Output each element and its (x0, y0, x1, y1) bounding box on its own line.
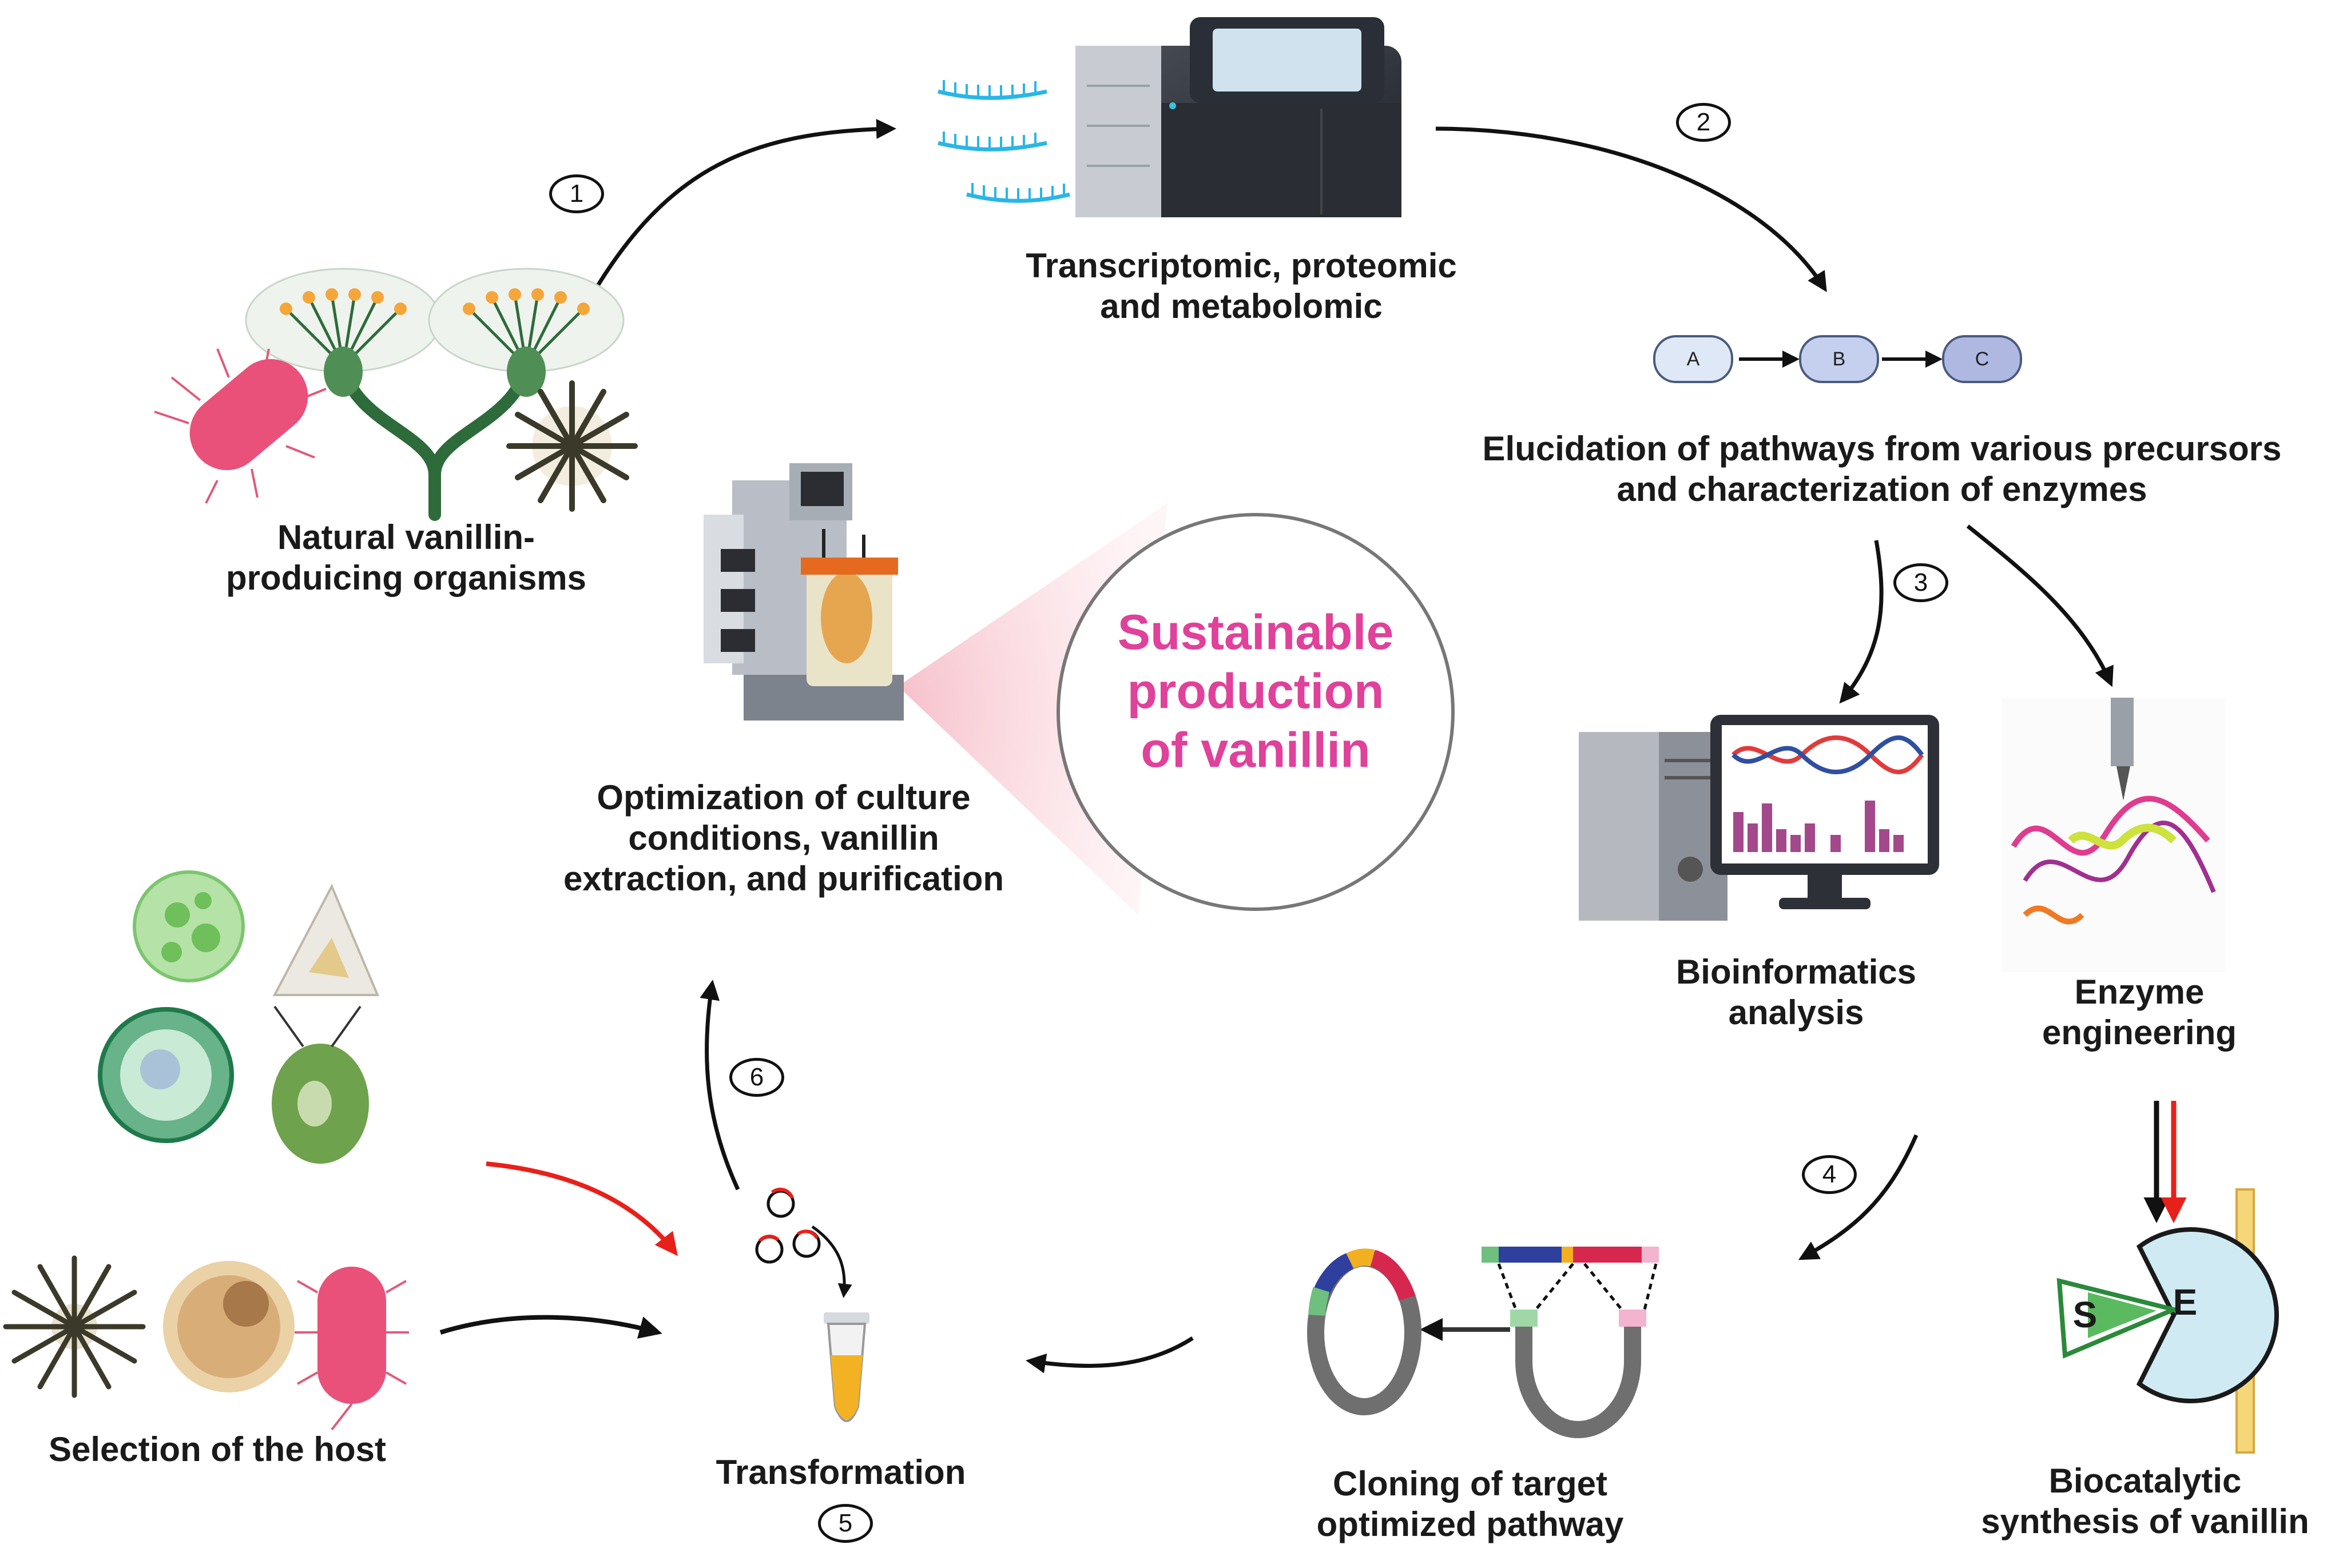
label-biocatalytic-line2: synthesis of vanillin (1981, 1502, 2309, 1541)
label-culture-line3: extraction, and purification (563, 859, 1004, 898)
arrow-microalgae-to-transformation (486, 1161, 678, 1256)
label-pathways-line2: and characterization of enzymes (1617, 469, 2147, 508)
arrow-step3-left (1839, 540, 1884, 704)
label-enzyme-engineering-line2: engineering (2042, 1013, 2237, 1052)
rna-strands-illustration (938, 80, 1070, 203)
arrow-cloning-to-transformation (1026, 1336, 1194, 1374)
label-natural-organisms-line2: produicing organisms (225, 558, 587, 597)
flow-arrows (439, 119, 2187, 1374)
spiky-cell-illustration (506, 380, 638, 512)
pathway-node-b: B (1799, 335, 1879, 383)
label-cloning: Cloning of target optimized pathway (1281, 1464, 1659, 1545)
enzyme-letter: E (2173, 1282, 2198, 1323)
label-culture: Optimization of culture conditions, vani… (532, 778, 1035, 899)
label-cloning-line2: optimized pathway (1316, 1505, 1624, 1543)
protein-structure-illustration (2002, 698, 2225, 972)
arrow-plasmids-to-tube (811, 1225, 852, 1298)
center-title-line2: production (1127, 664, 1384, 719)
arrow-step4 (1798, 1134, 1919, 1260)
label-host: Selection of the host (48, 1430, 387, 1468)
step-5-badge: 5 (818, 1504, 873, 1543)
enzyme-substrate-illustration (2056, 1188, 2279, 1454)
center-title: Sustainable production of vanillin (1061, 603, 1450, 781)
bioreactor-illustration (704, 463, 904, 721)
label-natural-organisms-line1: Natural vanillin- (277, 518, 535, 556)
arrow-step6 (700, 980, 740, 1191)
label-culture-line1: Optimization of culture (597, 778, 971, 817)
label-pathways: Elucidation of pathways from various pre… (1419, 429, 2345, 510)
arrow-step3-right (1966, 524, 2114, 687)
microalgae-illustration (98, 870, 380, 1164)
label-pathways-line1: Elucidation of pathways from various pre… (1482, 429, 2282, 468)
step-3-badge: 3 (1893, 563, 1948, 602)
computer-illustration (1579, 715, 1939, 921)
host-organisms-illustration (3, 1255, 409, 1431)
label-culture-line2: conditions, vanillin (628, 818, 939, 857)
label-enzyme-engineering-line1: Enzyme (2074, 973, 2205, 1011)
label-natural-organisms: Natural vanillin- produicing organisms (194, 518, 618, 599)
label-omics: Transcriptomic, proteomic and metabolomi… (961, 246, 1522, 327)
arrow-host-to-transformation (439, 1315, 662, 1339)
step-4-badge: 4 (1802, 1155, 1857, 1194)
label-bioinformatics-line2: analysis (1728, 993, 1864, 1032)
center-circle (1057, 513, 1455, 911)
pathway-node-a: A (1653, 335, 1733, 383)
sequencer-illustration (1075, 17, 1401, 217)
label-bioinformatics: Bioinformatics analysis (1636, 952, 1956, 1033)
step-1-badge: 1 (549, 174, 604, 213)
plasmid-illustration (1307, 1247, 1659, 1438)
label-enzyme-engineering: Enzyme engineering (1991, 972, 2288, 1053)
label-omics-line2: and metabolomic (1100, 286, 1383, 325)
label-bioinformatics-line1: Bioinformatics (1675, 953, 1917, 991)
center-title-line3: of vanillin (1141, 723, 1371, 778)
arrow-step1 (575, 119, 896, 321)
step-6-badge: 6 (729, 1058, 784, 1097)
arrow-step2 (1435, 126, 1827, 292)
label-transformation: Transformation (716, 1453, 966, 1491)
label-cloning-line1: Cloning of target (1333, 1464, 1607, 1503)
pathway-node-c: C (1942, 335, 2022, 383)
transformation-illustration (755, 1187, 869, 1422)
step-2-badge: 2 (1676, 103, 1731, 142)
label-biocatalytic: Biocatalytic synthesis of vanillin (1945, 1461, 2345, 1542)
substrate-letter: S (2072, 1294, 2098, 1335)
label-biocatalytic-line1: Biocatalytic (2048, 1462, 2242, 1500)
center-title-line1: Sustainable (1117, 605, 1394, 660)
rod-bacterium-illustration (154, 348, 327, 504)
vanilla-plant-illustration (245, 268, 625, 521)
label-omics-line1: Transcriptomic, proteomic (1026, 246, 1457, 285)
